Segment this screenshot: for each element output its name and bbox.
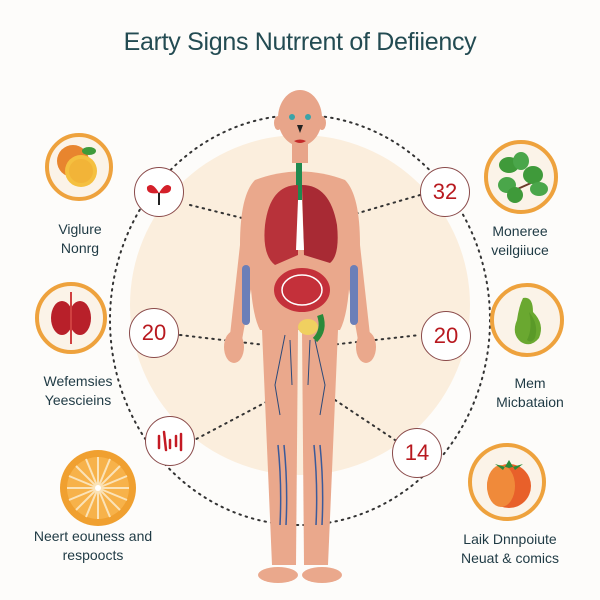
right-item-3-icon-circle bbox=[468, 443, 546, 521]
right-item-1-label: Moneree veilgiiuce bbox=[460, 222, 580, 260]
left-item-3-label-line1: Neert eouness and bbox=[33, 528, 153, 544]
badge-right-top: 32 bbox=[420, 167, 470, 217]
right-item-2-icon-circle bbox=[490, 283, 564, 357]
right-item-3-label: Laik Dnnpoiute Neuat & comics bbox=[440, 530, 580, 568]
lungs-icon bbox=[51, 292, 91, 344]
green-pepper-icon bbox=[514, 297, 541, 345]
left-item-3-label-line2: respoocts bbox=[62, 547, 124, 563]
red-strands-icon bbox=[157, 430, 183, 452]
left-item-1-label-line2: Nonrg bbox=[60, 240, 100, 256]
badge-left-bottom bbox=[145, 416, 195, 466]
badge-right-bottom: 14 bbox=[392, 428, 442, 478]
left-item-2-label-line1: Wefemsies bbox=[43, 373, 113, 389]
right-item-1-icon-circle bbox=[484, 140, 558, 214]
human-body-figure bbox=[224, 90, 376, 583]
orange-fruit-icon bbox=[57, 145, 97, 187]
right-item-3-label-line2: Neuat & comics bbox=[460, 550, 560, 566]
left-item-2-label: Wefemsies Yeescieins bbox=[8, 372, 148, 410]
left-item-1-label: Viglure Nonrg bbox=[20, 220, 140, 258]
left-item-2-label-line2: Yeescieins bbox=[44, 392, 112, 408]
orange-slice-icon bbox=[60, 450, 136, 526]
right-item-3-label-line1: Laik Dnnpoiute bbox=[463, 531, 557, 547]
right-item-1-label-line1: Moneree bbox=[492, 223, 548, 239]
right-item-1-label-line2: veilgiiuce bbox=[491, 242, 549, 258]
badge-left-mid: 20 bbox=[129, 308, 179, 358]
badge-left-top bbox=[134, 167, 184, 217]
right-item-2-label-line2: Micbataion bbox=[496, 394, 564, 410]
ginkgo-leaf-icon bbox=[146, 185, 172, 205]
left-item-3-label: Neert eouness and respoocts bbox=[8, 527, 178, 565]
left-item-1-label-line1: Viglure bbox=[58, 221, 102, 237]
left-item-1-icon-circle bbox=[45, 133, 113, 201]
left-item-2-icon-circle bbox=[35, 282, 107, 354]
tomato-icon bbox=[487, 460, 531, 508]
badge-right-mid: 20 bbox=[421, 311, 471, 361]
left-item-3-icon-circle bbox=[58, 448, 138, 528]
right-item-2-label: Mem Micbataion bbox=[470, 374, 590, 412]
body-icon bbox=[224, 90, 376, 583]
leafy-greens-icon bbox=[498, 152, 548, 203]
right-item-2-label-line1: Mem bbox=[514, 375, 546, 391]
page-title: Earty Signs Nutrrent of Defiiency bbox=[123, 28, 477, 56]
